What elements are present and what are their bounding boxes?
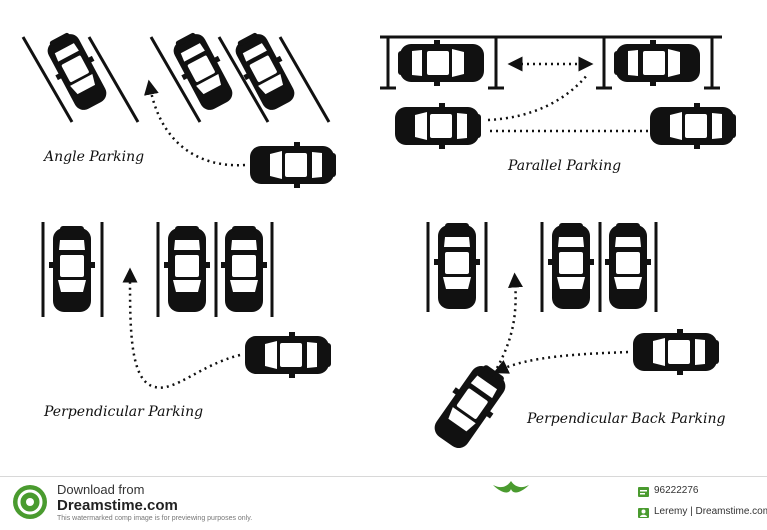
perpendicular-parked-car-2 [164, 226, 210, 312]
back-parked-car-1 [434, 223, 480, 309]
angle-parking-label: Angle Parking [44, 149, 145, 165]
perpendicular-parking-section [41, 222, 331, 389]
perpendicular-path-arrow [122, 267, 241, 389]
stock-footer: Download from Dreamstime.com This waterm… [0, 476, 767, 530]
dreamstime-site-text: Dreamstime.com [57, 497, 178, 514]
image-id-text: 96222276 [654, 485, 699, 496]
credit-text: Leremy | Dreamstime.com [654, 506, 767, 517]
angle-parking-section [21, 27, 336, 188]
angle-incoming-car [250, 142, 336, 188]
parallel-path-curve [487, 73, 589, 122]
back-parked-car-2 [548, 223, 594, 309]
perpendicular-parking-label: Perpendicular Parking [44, 404, 204, 420]
back-parked-car-3 [605, 223, 651, 309]
perpendicular-incoming-car [245, 332, 331, 378]
perpendicular-back-parking-section [426, 222, 719, 455]
parallel-parking-label: Parallel Parking [508, 158, 622, 174]
id-badge-icon [638, 487, 649, 497]
download-from-text: Download from [57, 482, 145, 497]
angle-path-arrow [144, 79, 246, 167]
back-reversing-car [427, 357, 515, 455]
parallel-parking-section [380, 35, 736, 149]
parking-diagram [21, 27, 736, 455]
dreamstime-logo-icon [13, 485, 47, 519]
parallel-parked-car-1 [398, 40, 484, 86]
back-path-arrow-in [493, 350, 629, 374]
back-path-arrow-up [495, 272, 523, 369]
perpendicular-parked-car-1 [49, 226, 95, 312]
user-badge-icon [638, 508, 649, 518]
bird-watermark-icon [493, 481, 529, 493]
parallel-incoming-car [650, 103, 736, 149]
watermark-note: This watermarked comp image is for previ… [57, 515, 253, 522]
angle-parked-car-2 [166, 27, 240, 116]
angle-parking-lines [21, 36, 331, 123]
perpendicular-back-parking-label: Perpendicular Back Parking [527, 411, 726, 427]
back-parking-lines [426, 222, 658, 312]
parallel-curb [380, 35, 722, 90]
perpendicular-parked-car-3 [221, 226, 267, 312]
back-incoming-car [633, 329, 719, 375]
parallel-waiting-car [395, 103, 481, 149]
angle-parked-car-1 [40, 27, 114, 116]
parallel-parked-car-2 [614, 40, 700, 86]
perpendicular-lines [41, 222, 274, 317]
